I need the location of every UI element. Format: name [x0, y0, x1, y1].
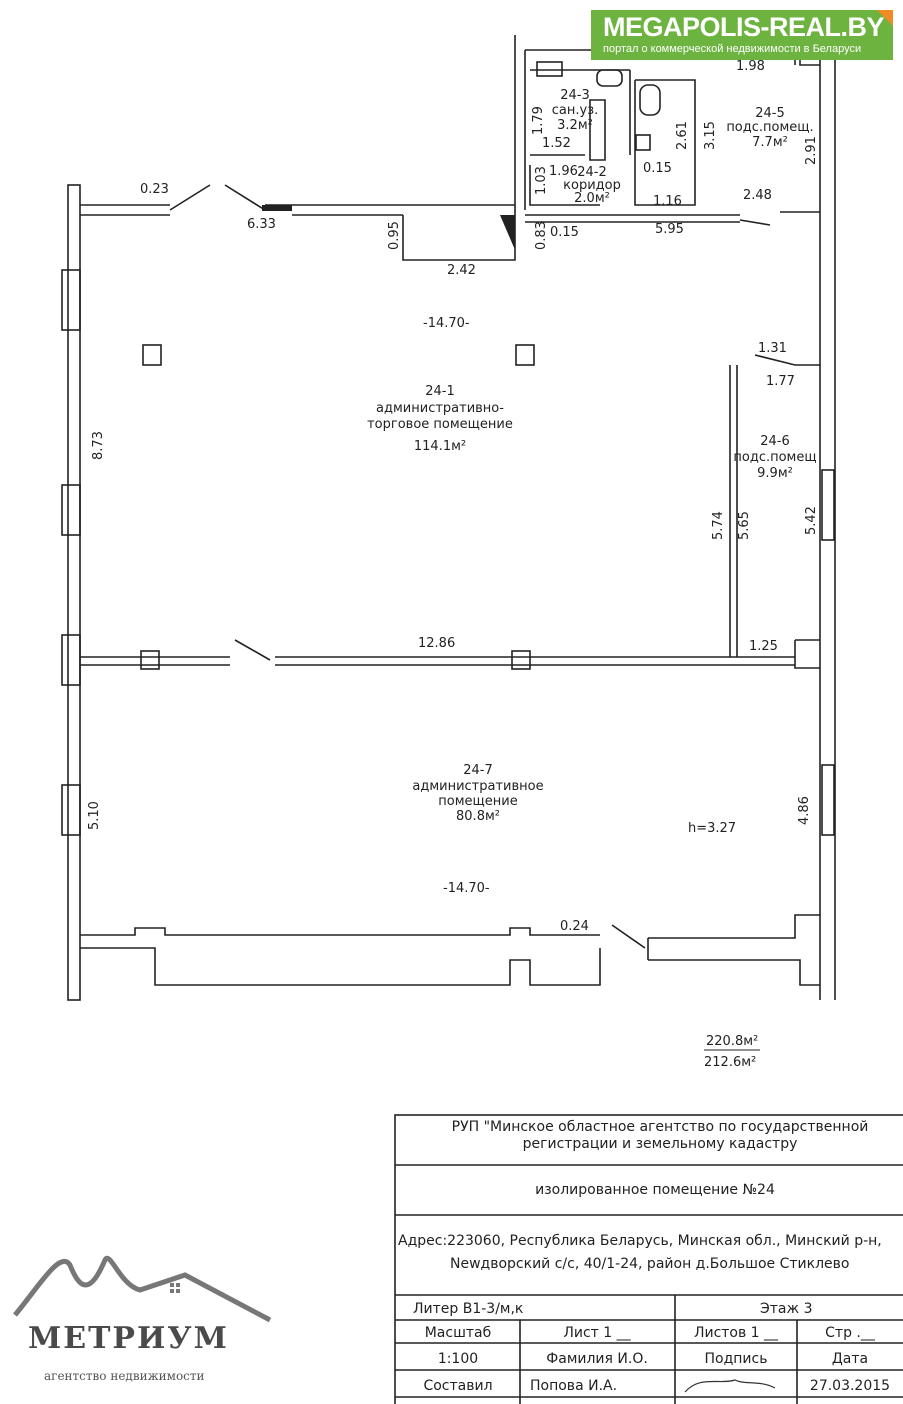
dimension-labels: 0.23 6.33 0.95 2.42 0.83 0.15 5.95 2.48 …	[87, 59, 819, 934]
title-block: РУП "Минское областное агентство по госу…	[394, 1114, 903, 1404]
plan-label: 24-6	[760, 434, 790, 449]
plan-label: 1.98	[736, 59, 765, 74]
main-area: 212.6м²	[704, 1055, 756, 1070]
plan-label: -14.70-	[423, 316, 470, 331]
plan-label: административное	[412, 779, 543, 794]
plan-label: 5.74	[711, 511, 726, 540]
watermark-subtitle: портал о коммерческой недвижимости в Бел…	[603, 43, 862, 55]
plan-label: подс.помещ.	[726, 120, 813, 135]
plan-label: 2.48	[743, 188, 772, 203]
plan-label: 5.42	[804, 506, 819, 535]
plan-label: 0.15	[550, 225, 579, 240]
total-area: 220.8м²	[706, 1034, 758, 1049]
corner-fold-icon	[877, 10, 893, 26]
plan-label: Стр .__	[825, 1325, 876, 1341]
plan-label: 0.95	[387, 221, 402, 250]
plan-label: административно-	[376, 401, 504, 416]
plan-label: 80.8м²	[456, 809, 500, 824]
plan-label: 4.86	[797, 796, 812, 825]
plan-label: 1.31	[758, 341, 787, 356]
plan-label: Масштаб	[425, 1325, 492, 1341]
plan-label: 1.77	[766, 374, 795, 389]
plan-label: Лист 1 __	[563, 1325, 631, 1341]
plan-label: Newдворский с/с, 40/1-24, район д.Большо…	[450, 1256, 849, 1272]
roof-icon	[13, 1255, 272, 1323]
plan-label: Адрес:223060, Республика Беларусь, Минск…	[398, 1233, 882, 1249]
plan-label: 24-2	[577, 165, 607, 180]
plan-label: 2.0м²	[574, 191, 610, 206]
plan-label: 1.16	[653, 194, 682, 209]
signature-mark	[684, 1379, 776, 1393]
metrium-logo: МЕТРИУМ агентство недвижимости	[10, 1245, 275, 1390]
plan-label: подс.помещ	[733, 450, 816, 465]
plan-label: помещение	[438, 794, 517, 809]
plan-label: h=3.27	[688, 821, 736, 836]
plan-label: 2.91	[804, 136, 819, 165]
plan-label: РУП "Минское областное агентство по госу…	[452, 1119, 869, 1135]
plan-label: 24-1	[425, 384, 455, 399]
room-24-3: 24-3 сан.уз. 3.2м²	[552, 88, 598, 133]
plan-label: коридор	[563, 178, 621, 193]
room-24-5: 24-5 подс.помещ. 7.7м²	[726, 106, 813, 150]
logo-subtitle: агентство недвижимости	[44, 1369, 205, 1383]
plan-label: 0.23	[140, 182, 169, 197]
plan-label: изолированное помещение №24	[535, 1182, 775, 1198]
plan-label: 24-7	[463, 763, 493, 778]
plan-label: 3.15	[703, 121, 718, 150]
plan-label: регистрации и земельному кадастру	[523, 1136, 798, 1152]
plan-label: 0.83	[534, 221, 549, 250]
plan-label: 1.03	[534, 166, 549, 195]
plan-label: 0.15	[643, 161, 672, 176]
plan-label: Этаж 3	[760, 1301, 812, 1317]
plan-label: 5.95	[655, 222, 684, 237]
plan-label: 27.03.2015	[810, 1378, 890, 1394]
plan-label: 2.61	[675, 121, 690, 150]
plan-label: -14.70-	[443, 881, 490, 896]
plan-label: 1.25	[749, 639, 778, 654]
watermark-title: MEGAPOLIS-REAL.BY	[603, 12, 885, 42]
room-24-6: 24-6 подс.помещ 9.9м²	[733, 434, 816, 481]
plan-label: Составил	[423, 1378, 492, 1394]
plan-label: 2.42	[447, 263, 476, 278]
room-24-2: 24-2 коридор 2.0м²	[563, 165, 621, 206]
plan-label: 3.2м²	[557, 118, 593, 133]
plan-label: 7.7м²	[752, 135, 788, 150]
logo-name: МЕТРИУМ	[28, 1321, 229, 1356]
plan-label: Фамилия И.О.	[546, 1351, 648, 1367]
plan-label: Попова И.А.	[530, 1378, 617, 1394]
plan-label: Подпись	[705, 1351, 768, 1367]
room-labels: 24-1 административно- торговое помещение…	[367, 88, 817, 1070]
plan-label: торговое помещение	[367, 417, 513, 432]
plan-label: 1.52	[542, 136, 571, 151]
room-24-1: 24-1 административно- торговое помещение…	[367, 384, 513, 454]
plan-label: 5.10	[87, 801, 102, 830]
plan-label: 24-5	[755, 106, 785, 121]
plan-label: 12.86	[418, 636, 455, 651]
room-24-7: 24-7 административное помещение 80.8м²	[412, 763, 543, 824]
plan-label: 1.79	[531, 106, 546, 135]
plan-label: Дата	[832, 1351, 868, 1367]
plan-label: сан.уз.	[552, 103, 598, 118]
plan-label: 9.9м²	[757, 466, 793, 481]
plan-label: 24-3	[560, 88, 590, 103]
plan-label: 8.73	[91, 431, 106, 460]
plan-label: 114.1м²	[414, 439, 466, 454]
plan-label: 6.33	[247, 217, 276, 232]
plan-label: 5.65	[737, 511, 752, 540]
plan-label: 1:100	[438, 1351, 478, 1367]
megapolis-watermark: MEGAPOLIS-REAL.BY портал о коммерческой …	[591, 10, 893, 60]
plan-label: Литер В1-3/м,к	[413, 1301, 523, 1317]
plan-label: 0.24	[560, 919, 589, 934]
plan-label: 1.96	[549, 164, 578, 179]
plan-label: Листов 1 __	[694, 1325, 779, 1341]
